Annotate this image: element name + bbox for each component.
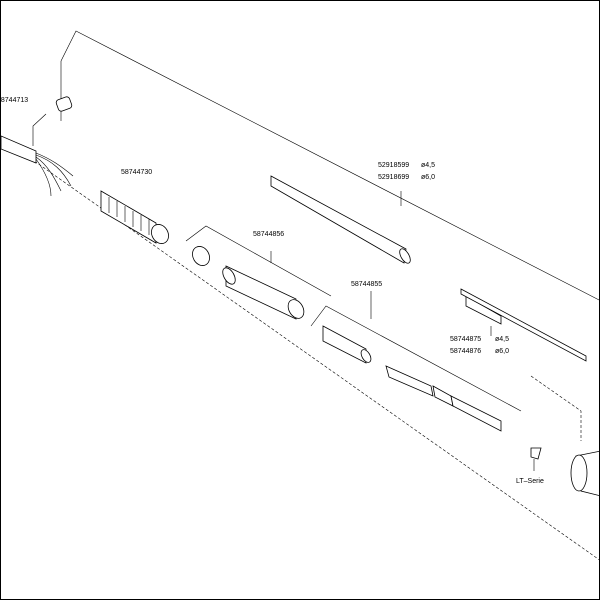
label-52918599-dia: ø4,5	[421, 162, 435, 169]
label-58744855: 58744855	[351, 281, 382, 288]
label-52918699: 52918699	[378, 174, 409, 181]
assembly-bracket-top	[60, 30, 599, 301]
label-58744875: 58744875	[450, 336, 481, 343]
tube-58744856	[222, 265, 305, 320]
tube-52918599	[270, 175, 411, 264]
label-52918699-dia: ø6,0	[421, 174, 435, 181]
label-58744856: 58744856	[253, 231, 284, 238]
bush-58744875	[460, 288, 587, 362]
sleeve-bracket	[32, 113, 47, 146]
lt-serie-part	[530, 447, 542, 460]
label-58744713: 58744713	[1, 97, 28, 104]
label-58744875-dia: ø4,5	[495, 336, 509, 343]
grip-handle-58744730	[100, 190, 169, 244]
handle-end	[570, 450, 599, 496]
bracket-58744855	[310, 305, 522, 412]
contact-carrier	[385, 365, 502, 432]
label-52918599: 52918599	[378, 162, 409, 169]
insulation-58744855	[322, 325, 372, 364]
sleeve-part	[32, 96, 73, 146]
label-58744876: 58744876	[450, 348, 481, 355]
label-58744730: 58744730	[121, 169, 152, 176]
handle-dash-bracket	[530, 375, 582, 441]
label-lt-serie: LT–Serie	[516, 478, 544, 485]
bracket-58744856	[185, 225, 332, 297]
label-58744876-dia: ø6,0	[495, 348, 509, 355]
ring-part	[192, 246, 210, 266]
cable-end	[1, 135, 74, 197]
